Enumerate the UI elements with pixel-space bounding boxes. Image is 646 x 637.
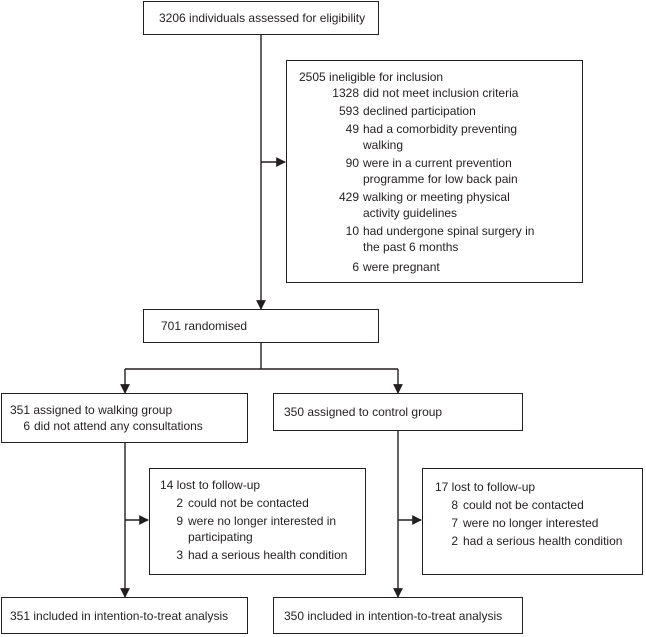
walking-lost-reason: had a serious health condition [188, 548, 348, 562]
ineligible-reason: were pregnant [363, 260, 440, 274]
ineligible-reason-cont: programme for low back pain [363, 172, 518, 186]
walking-lost-count: 3 [176, 548, 183, 562]
randomised-box: 701 randomised [143, 309, 379, 343]
walking-lost-reason: could not be contacted [188, 496, 309, 510]
walking-itt-box: 351 included in intention-to-treat analy… [1, 597, 248, 634]
randomised-label: 701 randomised [161, 319, 248, 333]
control-lost-count: 8 [451, 498, 458, 512]
control-lost-reason: could not be contacted [463, 498, 584, 512]
ineligible-count: 10 [345, 224, 359, 238]
control-lost-count: 7 [451, 516, 458, 530]
ineligible-box: 2505 ineligible for inclusion 1328 did n… [286, 60, 583, 283]
ineligible-count: 90 [345, 156, 359, 170]
ineligible-reason: were in a current prevention [363, 156, 512, 170]
control-itt-box: 350 included in intention-to-treat analy… [273, 597, 523, 634]
ineligible-reason: declined participation [363, 104, 476, 118]
ineligible-reason: had a comorbidity preventing [363, 122, 518, 136]
ineligible-count: 6 [352, 260, 359, 274]
walking-lost-count: 2 [176, 496, 183, 510]
ineligible-header: 2505 ineligible for inclusion [299, 70, 444, 84]
walking-lost-header: 14 lost to follow-up [160, 478, 261, 492]
walking-lost-reason: were no longer interested in [188, 514, 337, 528]
walking-note-count: 6 [23, 419, 30, 433]
ineligible-reason: walking or meeting physical [363, 190, 510, 204]
walking-lost-count: 9 [176, 514, 183, 528]
ineligible-count: 1328 [332, 86, 359, 100]
walking-lost-box: 14 lost to follow-up 2 could not be cont… [149, 468, 366, 575]
ineligible-reason-cont: the past 6 months [363, 240, 459, 254]
ineligible-reason: had undergone spinal surgery in [363, 224, 535, 238]
walking-group-box: 351 assigned to walking group 6 did not … [1, 393, 248, 443]
walking-lost-reason-cont: participating [188, 530, 253, 544]
ineligible-reason: did not meet inclusion criteria [363, 86, 519, 100]
control-lost-count: 2 [451, 534, 458, 548]
assessed-label: 3206 individuals assessed for eligibilit… [159, 11, 366, 25]
ineligible-reason-cont: activity guidelines [363, 206, 458, 220]
assessed-box: 3206 individuals assessed for eligibilit… [143, 1, 379, 35]
ineligible-count: 593 [338, 104, 359, 118]
ineligible-reason-cont: walking [363, 138, 404, 152]
control-group-box: 350 assigned to control group [273, 393, 523, 431]
control-itt-label: 350 included in intention-to-treat analy… [284, 609, 503, 623]
walking-assigned-label: 351 assigned to walking group [10, 403, 173, 417]
walking-itt-label: 351 included in intention-to-treat analy… [10, 609, 229, 623]
control-lost-reason: had a serious health condition [463, 534, 623, 548]
walking-note: did not attend any consultations [34, 419, 203, 433]
control-lost-header: 17 lost to follow-up [435, 480, 536, 494]
ineligible-count: 49 [345, 122, 359, 136]
control-lost-box: 17 lost to follow-up 8 could not be cont… [422, 468, 643, 575]
control-lost-reason: were no longer interested [463, 516, 599, 530]
control-assigned-label: 350 assigned to control group [284, 405, 443, 419]
ineligible-count: 429 [338, 190, 359, 204]
